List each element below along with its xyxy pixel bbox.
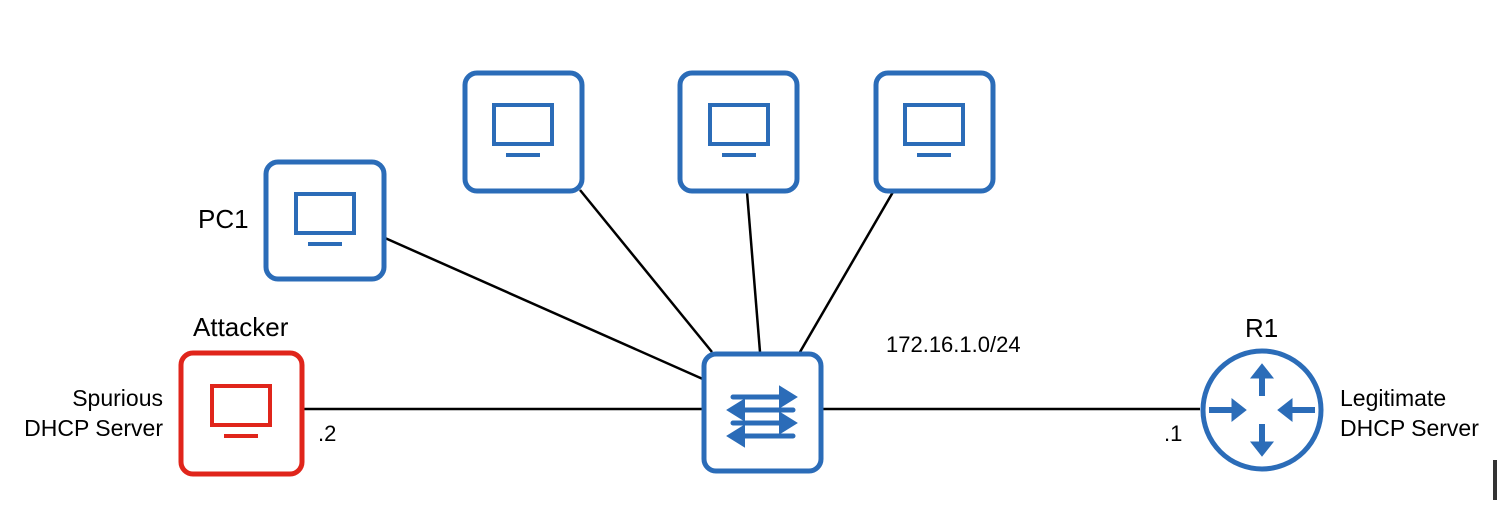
link-pc1-switch [384,236,706,382]
switch-arrows-icon [726,385,798,448]
pc1-label: PC1 [198,204,249,234]
router-label: R1 [1245,313,1278,343]
router-device[interactable] [1200,348,1324,472]
link-pc4-switch [798,191,895,353]
switch-device[interactable] [701,351,824,474]
attacker-role-line2: DHCP Server [24,415,163,441]
pc3-device[interactable] [677,70,800,194]
pc4-device[interactable] [873,70,996,194]
edge-scroll-indicator [1493,460,1497,500]
link-pc3-switch [745,191,762,353]
pc2-device[interactable] [462,70,585,194]
pc1-device[interactable] [263,159,387,282]
attacker-label: Attacker [193,312,289,342]
router-ip-label: .1 [1164,421,1182,446]
router-arrows-icon [1209,363,1315,457]
attacker-device[interactable] [178,350,305,477]
subnet-label: 172.16.1.0/24 [886,332,1021,357]
link-pc2-switch [579,189,713,353]
links [302,189,1200,411]
router-role-line2: DHCP Server [1340,415,1479,441]
attacker-ip-label: .2 [318,421,336,446]
attacker-role-line1: Spurious [72,385,163,411]
router-role-line1: Legitimate [1340,385,1446,411]
